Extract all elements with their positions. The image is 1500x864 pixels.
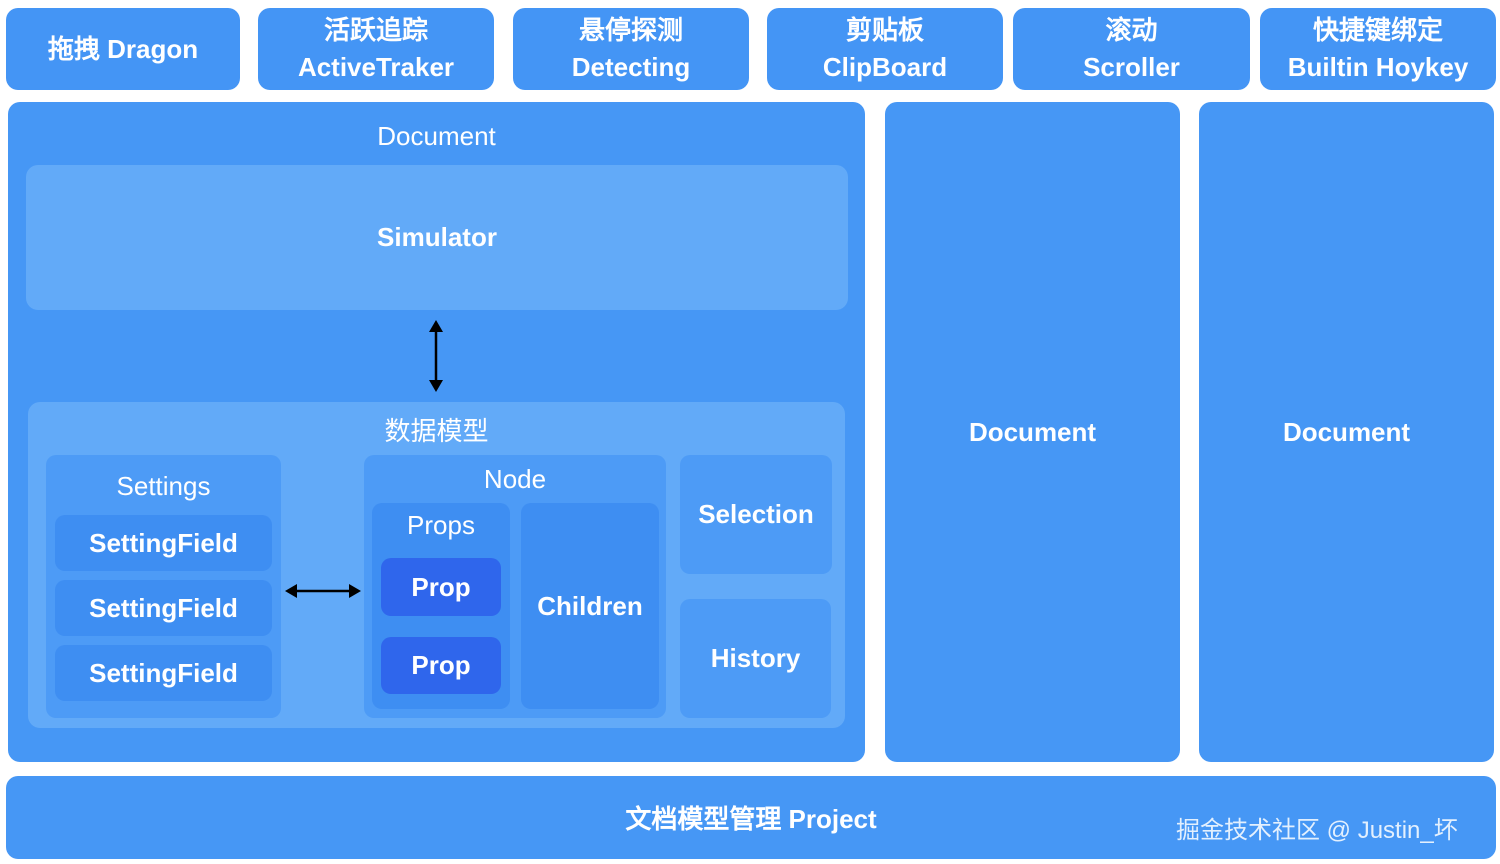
side-document-label: Document xyxy=(968,416,1097,447)
simulator-panel: Simulator xyxy=(26,165,848,310)
module-zh-label: 悬停探测 xyxy=(578,15,683,45)
prop-item: Prop xyxy=(381,637,501,694)
module-en-label: ClipBoard xyxy=(822,52,948,82)
horizontal-double-arrow xyxy=(285,584,361,598)
module-dragon: 拖拽 Dragon xyxy=(6,8,240,90)
history-panel: History xyxy=(680,599,831,718)
vertical-double-arrow xyxy=(429,320,443,392)
module-detecting: 悬停探测 Detecting xyxy=(513,8,749,90)
side-document: Document xyxy=(885,102,1180,762)
children-panel: Children xyxy=(521,503,659,709)
module-zh-label: 快捷键绑定 xyxy=(1312,15,1443,45)
module-clipboard: 剪贴板 ClipBoard xyxy=(767,8,1003,90)
data-model-title: 数据模型 xyxy=(384,416,489,446)
module-active-tracker: 活跃追踪 ActiveTraker xyxy=(258,8,494,90)
watermark: 掘金技术社区 @ Justin_坏 xyxy=(1176,817,1458,844)
module-zh-label: 剪贴板 xyxy=(845,15,924,45)
history-label: History xyxy=(710,643,801,673)
module-en-label: ActiveTraker xyxy=(297,52,455,82)
setting-field: SettingField xyxy=(55,580,272,636)
side-document: Document xyxy=(1199,102,1494,762)
setting-field: SettingField xyxy=(55,515,272,571)
module-scroller: 滚动 Scroller xyxy=(1013,8,1250,90)
setting-field-label: SettingField xyxy=(89,592,238,623)
side-document-label: Document xyxy=(1282,416,1411,447)
module-en-label: Builtin Hoykey xyxy=(1287,52,1469,82)
main-document-title: Document xyxy=(377,121,496,151)
module-en-label: Scroller xyxy=(1083,52,1180,82)
project-bar: 文档模型管理 Project xyxy=(6,776,1496,859)
module-zh-label: 活跃追踪 xyxy=(323,15,428,45)
prop-item: Prop xyxy=(381,558,501,616)
settings-title: Settings xyxy=(116,471,211,501)
simulator-label: Simulator xyxy=(377,222,497,252)
prop-label: Prop xyxy=(411,650,471,680)
children-label: Children xyxy=(537,590,643,621)
prop-label: Prop xyxy=(411,571,471,602)
module-dragon-label: 拖拽 Dragon xyxy=(47,33,199,64)
selection-panel: Selection xyxy=(680,455,832,574)
node-title: Node xyxy=(483,464,547,494)
setting-field-label: SettingField xyxy=(89,527,238,558)
setting-field: SettingField xyxy=(55,645,272,701)
module-en-label: Detecting xyxy=(571,52,691,82)
project-label: 文档模型管理 Project xyxy=(625,804,877,834)
props-title: Props xyxy=(407,510,475,540)
module-zh-label: 滚动 xyxy=(1105,15,1158,45)
module-hotkey: 快捷键绑定 Builtin Hoykey xyxy=(1260,8,1496,90)
selection-label: Selection xyxy=(698,499,814,529)
setting-field-label: SettingField xyxy=(89,657,238,688)
